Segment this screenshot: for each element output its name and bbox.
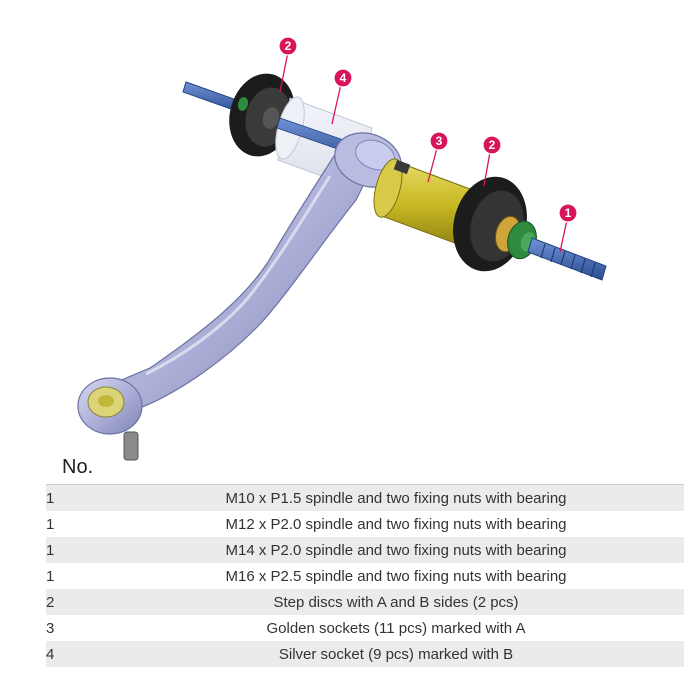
spindle-right-end — [527, 237, 607, 281]
table-row: 1 M12 x P2.0 spindle and two fixing nuts… — [46, 511, 684, 537]
leader-line-3 — [427, 147, 438, 183]
table-row: 2 Step discs with A and B sides (2 pcs) — [46, 589, 684, 615]
table-row: 1 M14 x P2.0 spindle and two fixing nuts… — [46, 537, 684, 563]
table-row: 1 M16 x P2.5 spindle and two fixing nuts… — [46, 563, 684, 589]
row-number: 1 — [46, 511, 108, 537]
callout-marker-2-right: 2 — [482, 135, 502, 155]
callout-marker-1: 1 — [558, 203, 578, 223]
callout-marker-4: 4 — [333, 68, 353, 88]
leader-line-4 — [331, 83, 342, 125]
table-heading-no: No. — [62, 456, 94, 478]
row-description: M10 x P1.5 spindle and two fixing nuts w… — [108, 484, 684, 511]
leader-line-1 — [559, 219, 568, 253]
svg-text:2: 2 — [285, 39, 292, 53]
row-description: Silver socket (9 pcs) marked with B — [108, 641, 684, 667]
row-number: 2 — [46, 589, 108, 615]
callout-marker-3: 3 — [429, 131, 449, 151]
tool-illustration: 2 4 3 2 1 — [77, 36, 607, 461]
row-number: 3 — [46, 615, 108, 641]
row-number: 1 — [46, 563, 108, 589]
leader-line-2-left — [279, 51, 289, 93]
table-row: 4 Silver socket (9 pcs) marked with B — [46, 641, 684, 667]
leader-line-2-right — [483, 151, 491, 187]
parts-table: 1 M10 x P1.5 spindle and two fixing nuts… — [46, 484, 684, 667]
callout-marker-2-left: 2 — [278, 36, 298, 56]
svg-text:3: 3 — [436, 134, 443, 148]
row-number: 1 — [46, 484, 108, 511]
row-description: Golden sockets (11 pcs) marked with A — [108, 615, 684, 641]
row-description: M14 x P2.0 spindle and two fixing nuts w… — [108, 537, 684, 563]
svg-text:4: 4 — [340, 71, 347, 85]
row-description: Step discs with A and B sides (2 pcs) — [108, 589, 684, 615]
svg-text:2: 2 — [489, 138, 496, 152]
table-row: 3 Golden sockets (11 pcs) marked with A — [46, 615, 684, 641]
row-description: M12 x P2.0 spindle and two fixing nuts w… — [108, 511, 684, 537]
table-row: 1 M10 x P1.5 spindle and two fixing nuts… — [46, 484, 684, 511]
ball-joint — [77, 377, 143, 461]
svg-text:1: 1 — [565, 206, 572, 220]
row-number: 4 — [46, 641, 108, 667]
control-arm — [110, 132, 402, 409]
row-description: M16 x P2.5 spindle and two fixing nuts w… — [108, 563, 684, 589]
row-number: 1 — [46, 537, 108, 563]
